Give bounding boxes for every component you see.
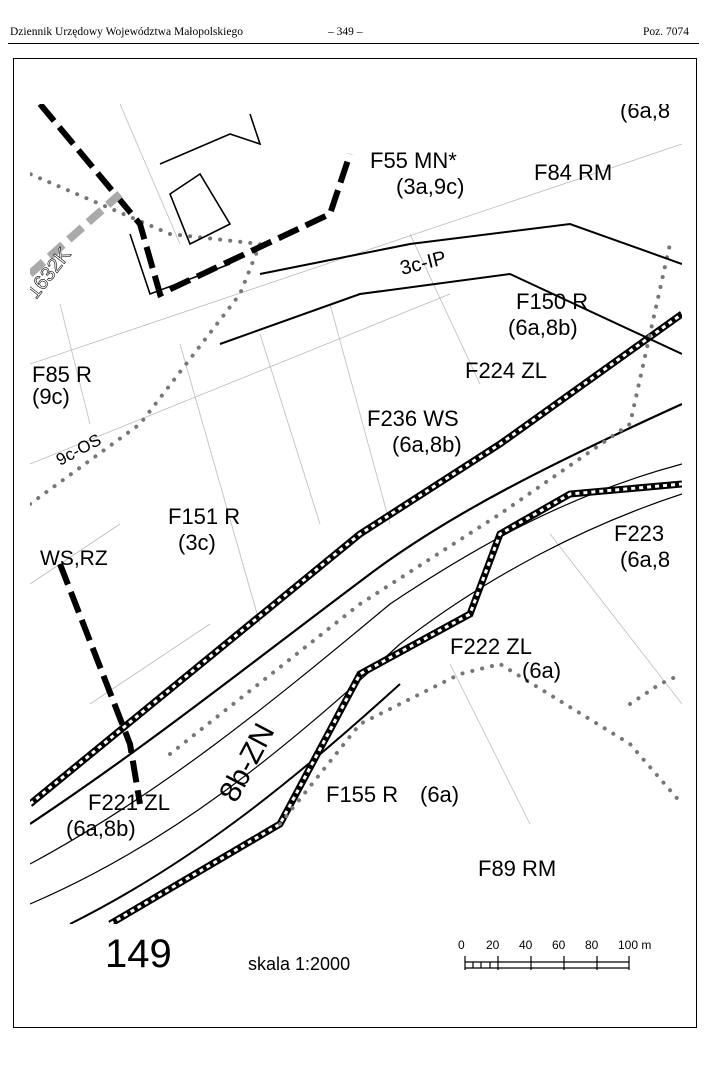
label-f224: F224 ZL xyxy=(465,358,547,383)
scale-bar: 0 20 40 60 80 100 m xyxy=(458,938,651,970)
label-f223-sub: (6a,8 xyxy=(620,547,670,572)
label-f150-sub: (6a,8b) xyxy=(508,315,578,340)
scale-tick-80: 80 xyxy=(585,938,599,952)
label-f55-sub: (3a,9c) xyxy=(396,174,464,199)
cadastral-lines xyxy=(30,104,682,825)
label-f150: F150 R xyxy=(516,289,588,314)
page-number: – 349 – xyxy=(328,26,363,38)
label-road-1632k: 1632K xyxy=(30,243,76,303)
position-number: Poz. 7074 xyxy=(643,26,689,38)
label-f85-sub: (9c) xyxy=(32,384,70,409)
label-f222: F222 ZL xyxy=(450,634,532,659)
scale-text: skala 1:2000 xyxy=(248,954,351,974)
map-frame xyxy=(13,58,697,1028)
label-f221: F221 ZL xyxy=(88,790,170,815)
admin-boundary-dashed xyxy=(37,104,353,805)
label-f155-sub: (6a) xyxy=(420,782,459,807)
zoning-map: F55 MN* (3a,9c) F84 RM (6a,8 3c-IP F150 … xyxy=(30,104,682,924)
label-f151: F151 R xyxy=(168,504,240,529)
label-f221-sub: (6a,8b) xyxy=(66,816,136,841)
publication-title: Dziennik Urzędowy Województwa Małopolski… xyxy=(10,26,243,38)
scale-tick-20: 20 xyxy=(486,938,500,952)
label-f236-sub: (6a,8b) xyxy=(392,432,462,457)
label-f236: F236 WS xyxy=(367,406,459,431)
label-9c-os: 9c-OS xyxy=(53,430,104,469)
label-f55: F55 MN* xyxy=(370,148,457,173)
scale-tick-40: 40 xyxy=(519,938,533,952)
scale-tick-0: 0 xyxy=(458,938,465,952)
label-f89: F89 RM xyxy=(478,856,556,881)
label-f84: F84 RM xyxy=(534,160,612,185)
label-f151-sub: (3c) xyxy=(178,530,216,555)
header-rule xyxy=(8,43,699,44)
label-wsrz: WS,RZ xyxy=(40,547,108,570)
sheet-number: 149 xyxy=(105,932,172,976)
building-outlines xyxy=(129,113,262,296)
scale-tick-100: 100 m xyxy=(618,938,651,952)
label-f223: F223 xyxy=(614,521,664,546)
label-f155: F155 R xyxy=(326,782,398,807)
label-f85: F85 R xyxy=(32,362,92,387)
scale-tick-60: 60 xyxy=(552,938,566,952)
stream-corridor xyxy=(30,402,682,924)
road-3c-ip xyxy=(219,222,682,355)
label-road-3c-ip: 3c-IP xyxy=(398,247,449,280)
label-f222-sub: (6a) xyxy=(522,658,561,683)
zone-boundary-dotted xyxy=(30,172,682,826)
road-1632-outline xyxy=(30,191,123,277)
label-top-cut: (6a,8 xyxy=(620,104,670,123)
